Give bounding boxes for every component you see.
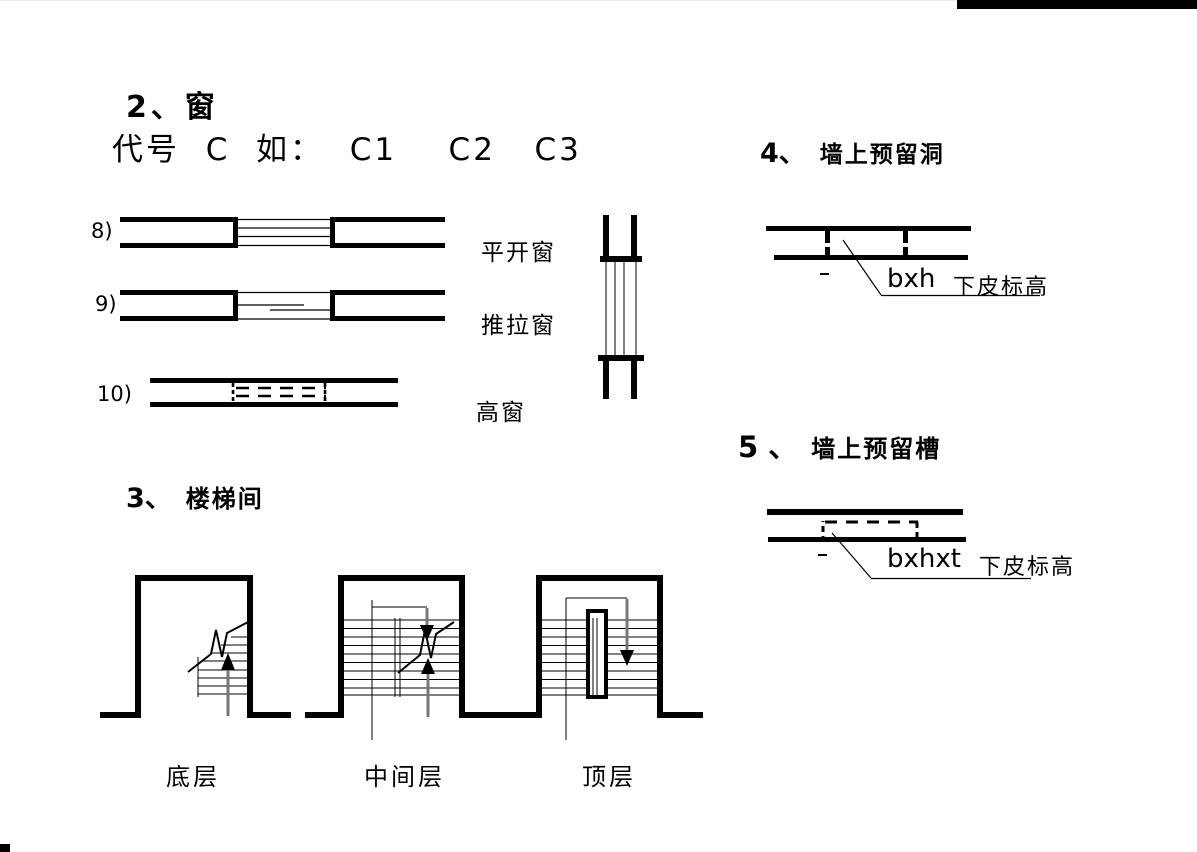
stair-section-title: 楼梯间 [185,484,264,513]
stair-plan-middle-floor [305,575,505,740]
floor-label-top: 顶层 [582,763,636,791]
sliding-window-symbol [120,290,445,321]
label-casement-window: 平开窗 [481,240,556,266]
slot-section-number: 5 、 [738,430,798,464]
hole-dim-label: bxh [887,264,936,294]
hole-elev-label: 下皮标高 [953,275,1050,300]
stair-plan-bottom-floor [100,575,291,718]
top-edge-line [0,0,1197,1]
window-section-title: 2、窗 [126,90,219,125]
window-section-view-symbol [598,215,644,399]
stair-break-line [187,619,253,673]
scan-artifact-top-right [957,0,1197,9]
hole-section-number: 4、 [760,138,806,169]
item-number-8: 8) [91,219,113,243]
slot-elev-label: 下皮标高 [979,555,1076,580]
stair-plan-top-floor [505,575,703,740]
window-code-line: 代号 C 如： C1 C2 C3 [112,132,582,168]
stair-section-number: 3、 [126,483,172,514]
stair-break-line [397,621,455,674]
down-arrow-head [420,625,434,641]
floor-label-middle: 中间层 [364,763,445,791]
high-window-symbol [150,378,398,407]
down-arrow-head [620,650,634,666]
slot-section-header: 5 、 墙上预留槽 [738,424,941,466]
slot-dim-label: bxhxt [887,544,961,574]
wall-slot-symbol [767,509,1031,580]
hole-section-title: 墙上预留洞 [819,141,945,168]
scan-artifact-bottom-left [0,844,10,852]
stair-section-header: 3、 楼梯间 [126,476,264,515]
label-high-window: 高窗 [476,400,526,426]
up-arrow-head [221,653,235,670]
floor-label-bottom: 底层 [166,763,220,791]
wall-hole-symbol [766,226,1040,297]
label-sliding-window: 推拉窗 [481,313,556,339]
item-number-9: 9) [95,292,117,316]
item-number-10: 10) [97,382,132,406]
hole-section-header: 4、 墙上预留洞 [760,131,945,170]
slot-section-title: 墙上预留槽 [811,434,942,463]
up-arrow-head [421,658,435,674]
casement-window-symbol [120,217,445,248]
